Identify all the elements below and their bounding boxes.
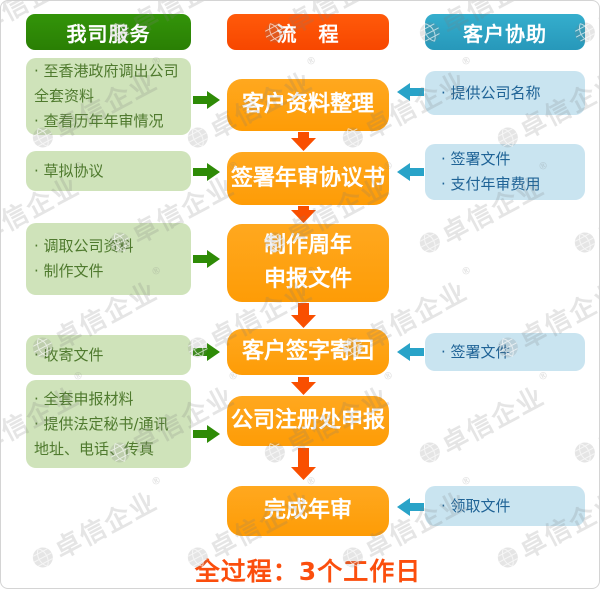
arrow-down-icon <box>291 377 316 395</box>
our-service-note-5: · 全套申报材料 · 提供法定秘书/通讯 地址、电话、传真 <box>26 380 191 468</box>
globe-icon <box>497 547 518 568</box>
flow-step-2-label: 签署年审协议书 <box>230 165 385 191</box>
globe-icon <box>419 442 440 463</box>
flow-step-4: 客户签字寄回 <box>227 329 389 375</box>
note-line: · 签署文件 <box>441 150 511 168</box>
flow-step-6: 完成年审 <box>227 486 389 536</box>
watermark: 卓信企业® <box>411 369 563 473</box>
arrow-down-icon <box>291 448 316 480</box>
flow-step-6-label: 完成年审 <box>263 498 352 523</box>
arrow-right-icon <box>193 163 220 181</box>
note-line: · 支付年审费用 <box>441 175 541 193</box>
arrow-down-icon <box>291 206 316 223</box>
globe-icon <box>574 232 595 253</box>
process-duration-text: 全过程：3个工作日 <box>194 557 422 586</box>
flow-step-4-label: 客户签字寄回 <box>241 339 374 364</box>
globe-icon <box>574 442 595 463</box>
flow-step-5: 公司注册处申报 <box>227 396 389 446</box>
arrow-down-icon <box>291 132 316 151</box>
arrow-right-icon <box>193 343 220 361</box>
arrow-left-icon <box>397 163 424 181</box>
note-line: 地址、电话、传真 <box>34 439 155 458</box>
header-process: 流 程 <box>227 14 389 50</box>
note-line: · 制作文件 <box>34 262 104 280</box>
watermark: 卓信企业® <box>24 474 176 578</box>
arrow-left-icon <box>397 498 424 516</box>
note-line: · 查看历年年审情况 <box>34 112 164 130</box>
note-line: · 至香港政府调出公司 <box>34 62 179 80</box>
arrow-left-icon <box>397 343 424 361</box>
arrow-right-icon <box>193 91 220 109</box>
note-line: · 全套申报材料 <box>34 389 134 408</box>
arrow-right-icon <box>193 250 220 268</box>
flow-step-1-label: 客户资料整理 <box>241 92 374 117</box>
customer-note-4: · 领取文件 <box>425 486 585 526</box>
watermark: 卓信企业® <box>566 369 599 473</box>
customer-note-2: · 签署文件 · 支付年审费用 <box>425 144 585 200</box>
our-service-note-2: · 草拟协议 <box>26 151 191 191</box>
our-service-note-4: · 收寄文件 <box>26 335 191 375</box>
flow-step-2: 签署年审协议书 <box>227 152 389 205</box>
header-our-services: 我司服务 <box>26 14 191 50</box>
note-line: · 调取公司资料 <box>34 237 134 255</box>
note-line: · 提供公司名称 <box>441 83 541 102</box>
arrow-down-icon <box>291 303 316 328</box>
note-line: · 领取文件 <box>441 496 511 515</box>
globe-icon <box>32 547 53 568</box>
flow-step-5-label: 公司注册处申报 <box>230 408 385 433</box>
our-service-note-3: · 调取公司资料 · 制作文件 <box>26 223 191 295</box>
arrow-left-icon <box>397 83 424 101</box>
our-service-note-1: · 至香港政府调出公司 全套资料 · 查看历年年审情况 <box>26 58 191 135</box>
flow-step-3-label-line1: 制作周年 <box>263 233 352 258</box>
customer-note-1: · 提供公司名称 <box>425 71 585 115</box>
note-line: · 提供法定秘书/通讯 <box>34 414 169 433</box>
arrow-right-icon <box>193 425 220 443</box>
note-line: · 草拟协议 <box>34 161 104 180</box>
flow-step-3: 制作周年 申报文件 <box>227 224 389 302</box>
flow-step-3-label-line2: 申报文件 <box>263 267 352 292</box>
note-line: · 收寄文件 <box>34 345 104 364</box>
flow-step-1: 客户资料整理 <box>227 79 389 131</box>
globe-icon <box>419 232 440 253</box>
customer-note-3: · 签署文件 <box>425 333 585 371</box>
note-line: · 签署文件 <box>441 342 511 361</box>
note-line: 全套资料 <box>34 87 95 105</box>
header-customer-assist: 客户协助 <box>425 14 585 50</box>
